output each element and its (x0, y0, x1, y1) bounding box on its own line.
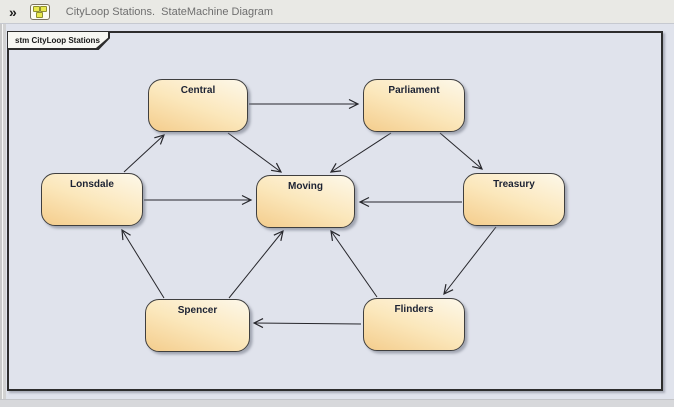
state-label: Lonsdale (70, 179, 114, 190)
state-flinders[interactable]: Flinders (363, 298, 465, 351)
statemachine-diagram-icon (29, 3, 50, 20)
state-moving[interactable]: Moving (256, 175, 355, 228)
collapse-chevron-icon[interactable]: » (9, 3, 17, 20)
state-central[interactable]: Central (148, 79, 248, 132)
state-label: Flinders (394, 304, 434, 315)
diagram-title: CityLoop Stations. StateMachine Diagram (65, 5, 274, 18)
frame-tab[interactable] (8, 32, 108, 48)
state-treasury[interactable]: Treasury (463, 173, 565, 226)
state-label: Moving (288, 181, 323, 192)
state-parliament[interactable]: Parliament (363, 79, 465, 132)
state-label: Parliament (388, 85, 440, 96)
state-spencer[interactable]: Spencer (145, 299, 250, 352)
left-splitter-handle[interactable] (0, 24, 6, 399)
diagram-caption-bar: » CityLoop Stations. StateMachine Diagra… (0, 0, 674, 24)
frame-tab-label: stm CityLoop Stations (15, 36, 100, 45)
horizontal-scrollbar-track[interactable] (0, 399, 674, 407)
state-lonsdale[interactable]: Lonsdale (41, 173, 143, 226)
state-label: Treasury (493, 179, 535, 190)
statemachine-frame: stm CityLoop Stations (7, 31, 663, 391)
state-label: Spencer (177, 305, 218, 316)
state-label: Central (180, 85, 216, 96)
